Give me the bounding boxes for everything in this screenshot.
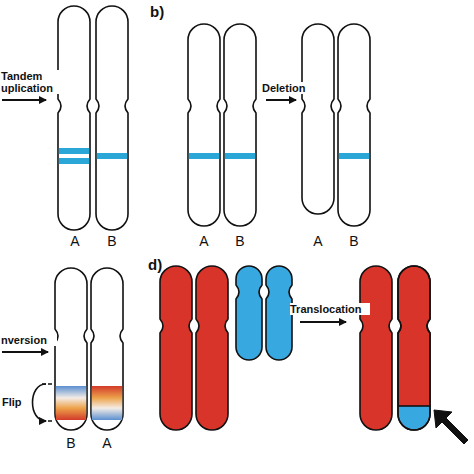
chromosome-band [92, 386, 122, 420]
arrow [2, 351, 48, 353]
chromosome-label: B [103, 234, 121, 249]
chromosome [224, 24, 256, 226]
chromosome-label: A [66, 234, 84, 249]
chromosome-label: A [98, 436, 116, 451]
panel-letter: b) [150, 4, 174, 21]
chromosome [398, 266, 430, 430]
chromosome-band [56, 386, 86, 420]
chromosome-band [59, 148, 89, 154]
chromosome [236, 266, 262, 360]
chromosome [338, 24, 370, 226]
chromosome-label: A [195, 234, 213, 249]
chromosome-label: A [309, 234, 327, 249]
chromosome [96, 6, 128, 230]
chromosome [55, 268, 87, 430]
chromosome-band [59, 158, 89, 164]
chromosome [196, 266, 228, 430]
chromosome [360, 266, 392, 430]
chromosome-label: B [345, 234, 363, 249]
arrow [2, 99, 46, 101]
chromosome [188, 24, 220, 226]
chromosome-band [97, 153, 127, 159]
arrow [266, 99, 296, 101]
panel-letter: d) [148, 257, 172, 274]
arrow-label: Deletion [262, 82, 312, 94]
chromosome-band [339, 153, 369, 159]
flip-mark [42, 420, 54, 422]
arrow-label: nversion [1, 334, 57, 346]
breakpoint [398, 405, 430, 407]
chromosome-band [189, 153, 219, 159]
chromosome [160, 266, 192, 430]
arrow [300, 321, 346, 323]
chromosome [302, 24, 334, 214]
chromosome-label: B [62, 436, 80, 451]
pointer-arrow [434, 410, 468, 444]
chromosome [266, 266, 292, 360]
chromosome [398, 266, 430, 430]
flip-arrow [33, 384, 47, 421]
flip-mark [42, 383, 54, 385]
arrow-label: Tandem uplication [1, 70, 61, 94]
chromosome-band [225, 153, 255, 159]
chromosome [91, 268, 123, 430]
chromosome-label: B [231, 234, 249, 249]
arrow-label: Translocation [290, 303, 370, 315]
arrow-label: Flip [2, 396, 28, 408]
chromosome [58, 6, 90, 230]
